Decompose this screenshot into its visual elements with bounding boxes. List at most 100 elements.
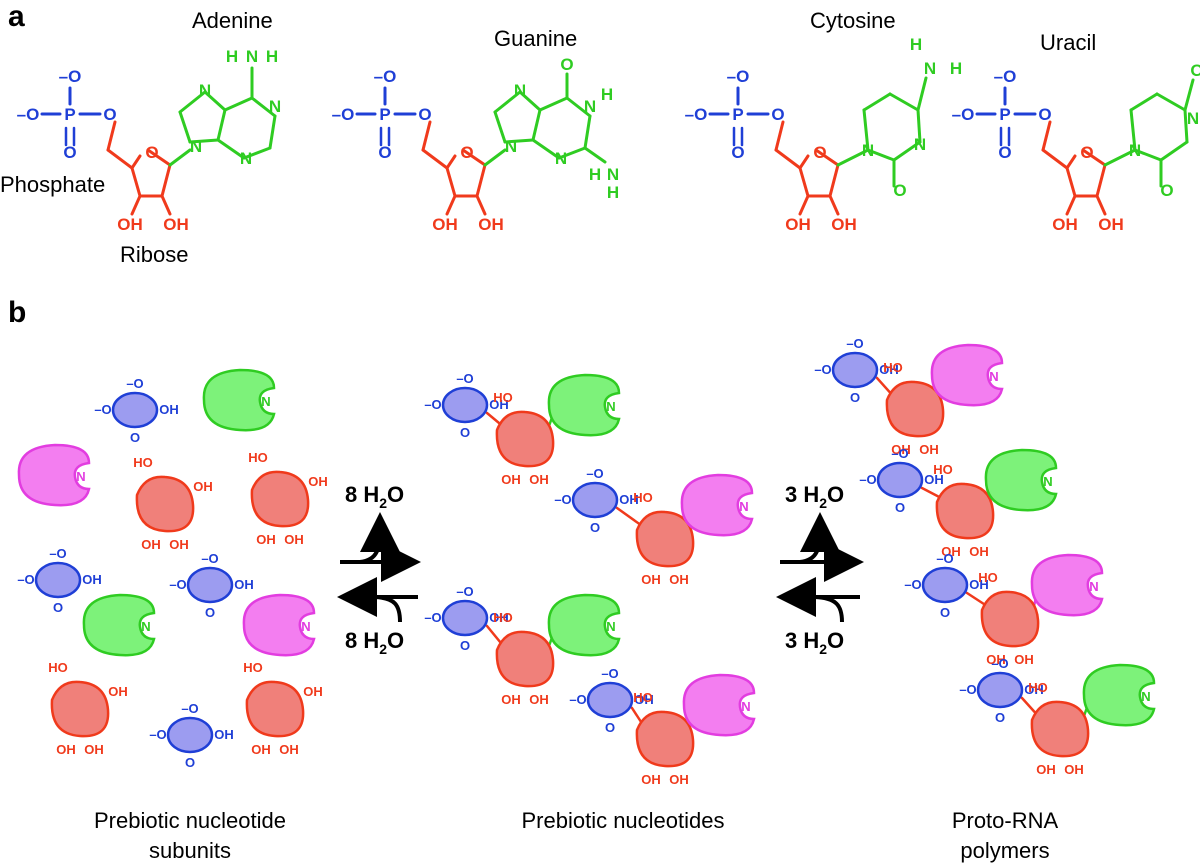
nitrogen-atom: N <box>246 47 258 66</box>
hydroxyl: OH <box>529 692 549 707</box>
free-base-green: N <box>202 368 276 432</box>
phosphate-shape <box>34 561 82 599</box>
hydroxyl: OH <box>919 442 939 457</box>
free-base-green: N <box>82 593 156 657</box>
hydroxyl: OH <box>986 652 1006 667</box>
phosphate-shape <box>921 566 969 604</box>
free-base-magenta: N <box>242 593 316 657</box>
base-name-uracil: Uracil <box>1040 30 1096 55</box>
bond <box>1103 148 1137 167</box>
hydroxyl: OH <box>1098 215 1124 234</box>
nitrogen-atom: N <box>269 97 281 116</box>
oxygen-atom: –O <box>201 551 218 566</box>
nitrogen-atom: N <box>555 149 567 168</box>
hydroxyl: HO <box>243 660 263 675</box>
hydrogen-atom: H <box>226 47 238 66</box>
nitrogen-atom: N <box>741 699 750 714</box>
oxygen-atom: O <box>1160 181 1173 200</box>
hydroxyl: OH <box>141 537 161 552</box>
hydroxyl: HO <box>133 455 153 470</box>
nitrogen-atom: N <box>606 399 615 414</box>
oxygen-atom: O <box>995 710 1005 725</box>
phosphate-shape <box>586 681 634 719</box>
nitrogen-atom: N <box>607 165 619 184</box>
bond <box>445 154 457 170</box>
bond <box>1041 120 1052 152</box>
ribose-shape <box>495 410 555 468</box>
hydroxyl: OH <box>619 492 639 507</box>
hydroxyl: OH <box>1064 762 1084 777</box>
oxygen-atom: –O <box>814 362 831 377</box>
oxygen-atom: –O <box>17 572 34 587</box>
bond <box>493 90 522 114</box>
bond <box>106 148 134 170</box>
phosphate-shape <box>186 566 234 604</box>
bond <box>557 146 587 160</box>
hydroxyl: OH <box>56 742 76 757</box>
bond <box>421 148 449 170</box>
hydroxyl: OH <box>284 532 304 547</box>
oxygen-atom: –O <box>181 701 198 716</box>
oxygen-atom: O <box>205 605 215 620</box>
caption-left-line2: subunits <box>149 838 231 863</box>
ribose-shape <box>635 510 695 568</box>
hydroxyl: OH <box>82 572 102 587</box>
base-name-cytosine: Cytosine <box>810 8 896 33</box>
phosphorus-atom: P <box>64 105 75 124</box>
base-name-guanine: Guanine <box>494 26 577 51</box>
nucleotide-base: N <box>680 473 754 537</box>
bond <box>130 154 142 170</box>
base-shape <box>682 673 756 737</box>
bond <box>862 108 870 152</box>
nucleotide-base: N <box>1082 663 1156 727</box>
bond <box>475 163 487 198</box>
base-shape <box>82 593 156 657</box>
hydroxyl: OH <box>1036 762 1056 777</box>
bond <box>1129 108 1137 152</box>
nitrogen-atom: N <box>1187 109 1199 128</box>
oxygen-atom: O <box>850 390 860 405</box>
oxygen-atom: –O <box>994 67 1017 86</box>
bond <box>1095 194 1107 216</box>
oxygen-atom: O <box>998 143 1011 162</box>
bond <box>862 92 892 112</box>
hydroxyl: OH <box>432 215 458 234</box>
hydroxyl: HO <box>493 610 513 625</box>
hydroxyl: OH <box>669 572 689 587</box>
phosphate-shape <box>166 716 214 754</box>
hydroxyl: HO <box>493 390 513 405</box>
nitrogen-atom: N <box>606 619 615 634</box>
bond <box>531 138 561 160</box>
ribose-shape <box>250 470 310 528</box>
phosphate-label: Phosphate <box>0 172 105 197</box>
ribose-shape <box>50 680 110 738</box>
oxygen-atom: –O <box>991 656 1008 671</box>
phosphorus-atom: P <box>999 105 1010 124</box>
oxygen-atom: O <box>590 520 600 535</box>
bond <box>216 138 246 160</box>
nitrogen-atom: N <box>141 619 150 634</box>
hydroxyl: OH <box>108 684 128 699</box>
bond <box>583 114 592 150</box>
base-shape <box>202 368 276 432</box>
oxygen-atom: –O <box>59 67 82 86</box>
nitrogen-atom: N <box>76 469 85 484</box>
hydroxyl: OH <box>117 215 143 234</box>
hydroxyl: OH <box>489 397 509 412</box>
bond <box>188 138 220 144</box>
caption-left-line1: Prebiotic nucleotide <box>94 808 286 833</box>
phosphate-shape <box>571 481 619 519</box>
oxygen-atom: –O <box>149 727 166 742</box>
base-shape <box>17 443 91 507</box>
oxygen-atom: –O <box>554 492 571 507</box>
phosphorus-atom: P <box>379 105 390 124</box>
hydroxyl: OH <box>251 742 271 757</box>
oxygen-atom: –O <box>94 402 111 417</box>
ribose-shape <box>495 630 555 688</box>
base-shape <box>547 373 621 437</box>
phosphate-shape <box>111 391 159 429</box>
bond <box>421 120 432 152</box>
